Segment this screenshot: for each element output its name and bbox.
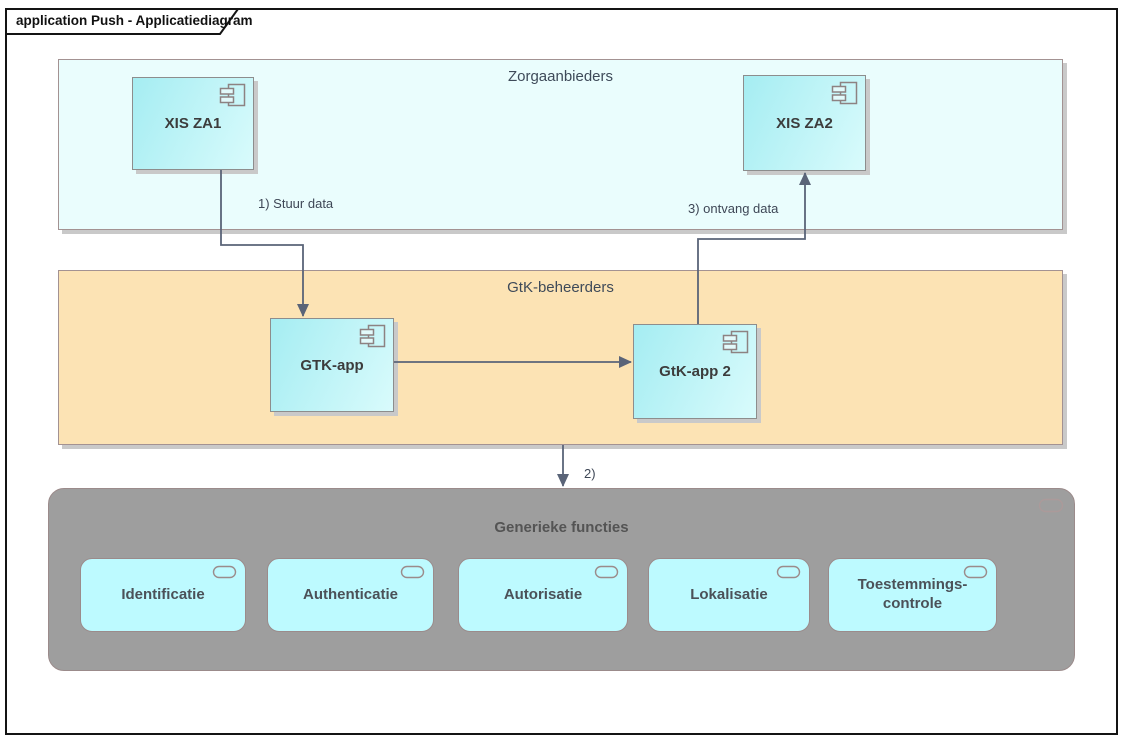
- function-toestemmingscontrole[interactable]: Toestemmings- controle: [828, 558, 997, 632]
- connector-label-ontvang-data: 3) ontvang data: [688, 201, 779, 216]
- function-identificatie[interactable]: Identificatie: [80, 558, 246, 632]
- uml-component-icon: [359, 324, 386, 348]
- group-zorgaanbieders-label: Zorgaanbieders: [507, 68, 614, 85]
- component-gtk-app[interactable]: GTK-app: [270, 318, 394, 412]
- component-xis-za2[interactable]: XIS ZA2: [743, 75, 866, 171]
- group-gtk-beheerders[interactable]: GtK-beheerders: [58, 270, 1063, 445]
- rounded-element-icon: [400, 565, 425, 579]
- function-autorisatie[interactable]: Autorisatie: [458, 558, 628, 632]
- group-generieke-functies-label: Generieke functies: [494, 519, 629, 536]
- function-lokalisatie-label: Lokalisatie: [690, 585, 768, 603]
- function-authenticatie[interactable]: Authenticatie: [267, 558, 434, 632]
- component-xis-za2-label: XIS ZA2: [776, 114, 833, 132]
- connector-label-stuur-data: 1) Stuur data: [258, 196, 334, 211]
- component-xis-za1-label: XIS ZA1: [164, 115, 222, 132]
- component-gtk-app-2[interactable]: GtK-app 2: [633, 324, 757, 419]
- function-lokalisatie[interactable]: Lokalisatie: [648, 558, 810, 632]
- rounded-element-icon: [776, 565, 801, 579]
- uml-component-icon: [722, 330, 749, 354]
- uml-component-icon: [831, 81, 858, 105]
- group-gtk-beheerders-label: GtK-beheerders: [507, 279, 614, 296]
- rounded-element-icon: [1038, 498, 1064, 513]
- component-gtk-app-2-label: GtK-app 2: [659, 363, 731, 380]
- rounded-element-icon: [212, 565, 237, 579]
- function-authenticatie-label: Authenticatie: [302, 585, 398, 603]
- function-toestemmingscontrole-label: Toestemmings- controle: [857, 576, 968, 612]
- function-autorisatie-label: Autorisatie: [503, 585, 583, 603]
- uml-component-icon: [219, 83, 246, 107]
- rounded-element-icon: [594, 565, 619, 579]
- rounded-element-icon: [963, 565, 988, 579]
- component-xis-za1[interactable]: XIS ZA1: [132, 77, 254, 170]
- function-identificatie-label: Identificatie: [121, 585, 205, 603]
- diagram-frame-tab: [5, 8, 240, 35]
- component-gtk-app-label: GTK-app: [300, 356, 364, 374]
- connector-label-generieke: 2): [584, 466, 596, 481]
- diagram-title: application Push - Applicatiediagram: [16, 13, 253, 28]
